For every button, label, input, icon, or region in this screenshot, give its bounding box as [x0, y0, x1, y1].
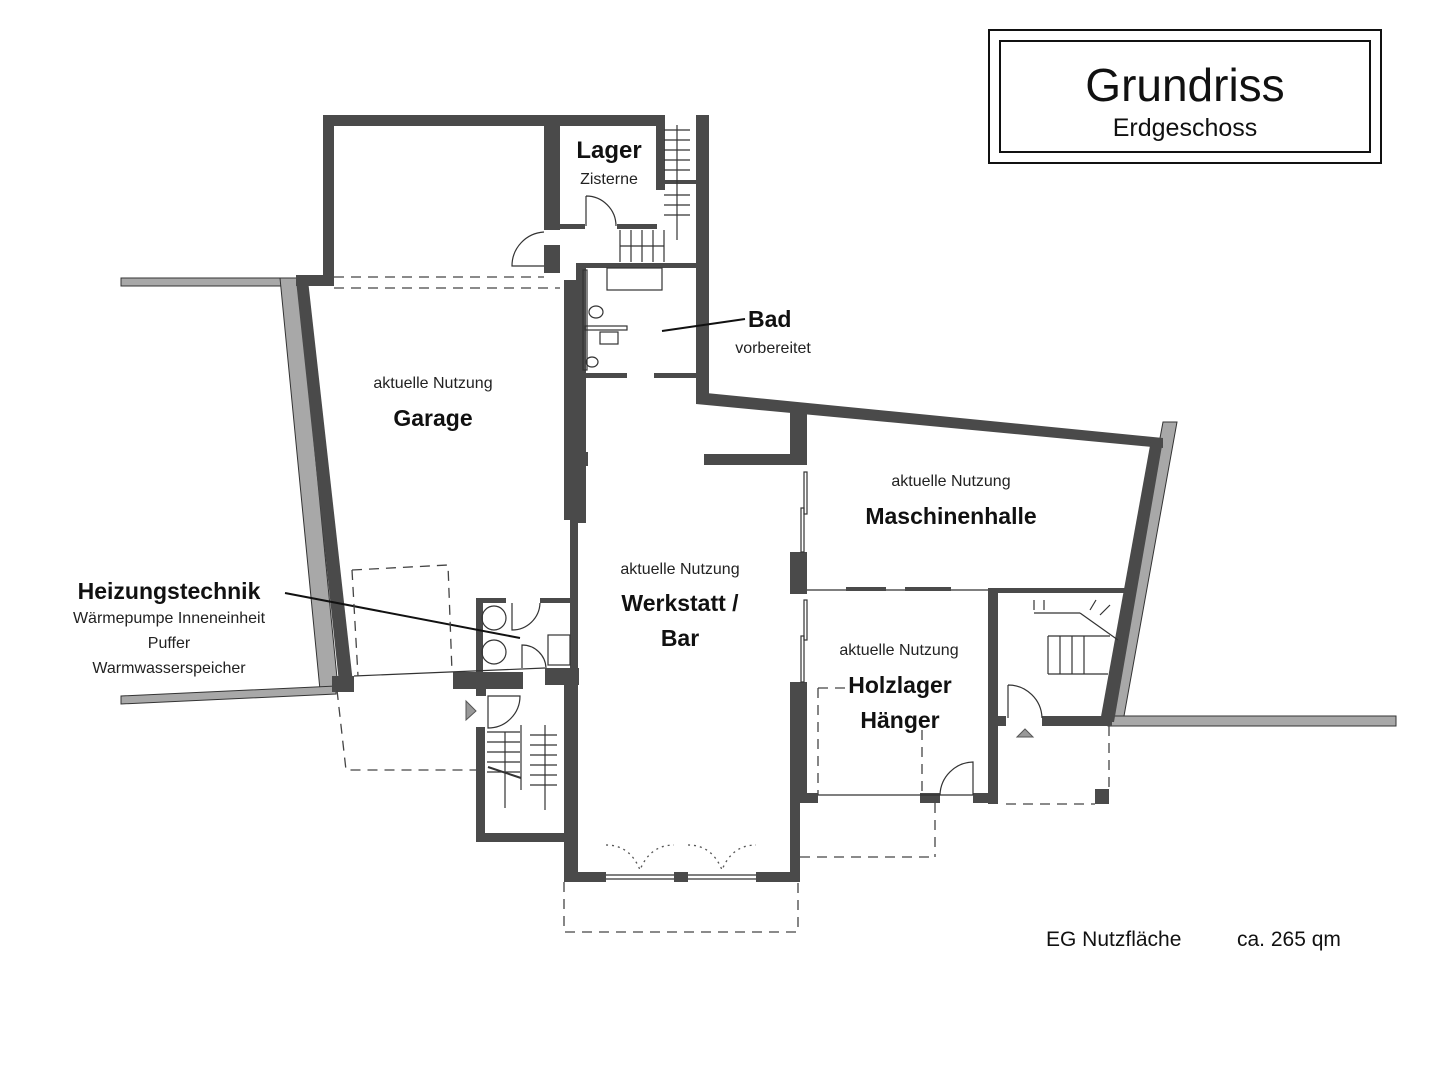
- room-label-garage: Garage: [393, 405, 473, 431]
- room-label-haenger: Hänger: [860, 707, 940, 733]
- heizung-item-warmwasserspeicher: Warmwasserspeicher: [92, 660, 246, 677]
- room-label-bar: Bar: [660, 625, 700, 651]
- room-note-lager: Zisterne: [580, 171, 638, 188]
- plan-subtitle: Erdgeschoss: [1112, 114, 1258, 142]
- room-prefix-holzlager: aktuelle Nutzung: [839, 642, 959, 659]
- heizung-item-puffer: Puffer: [147, 635, 191, 652]
- room-label-bad: Bad: [748, 306, 792, 332]
- title-block: Grundriss Erdgeschoss: [988, 29, 1382, 164]
- room-label-werkstatt: Werkstatt /: [621, 590, 739, 616]
- room-label-maschinenhalle: Maschinenhalle: [865, 503, 1037, 529]
- heizung-item-waermepumpe: Wärmepumpe Inneneinheit: [72, 610, 266, 627]
- interior-walls: [296, 115, 1163, 882]
- room-prefix-werkstatt: aktuelle Nutzung: [620, 561, 740, 578]
- plan-title: Grundriss: [1085, 59, 1285, 111]
- room-prefix-garage: aktuelle Nutzung: [373, 375, 493, 392]
- area-label: EG Nutzfläche: [1046, 928, 1182, 951]
- thin-details: [284, 125, 1119, 933]
- room-prefix-maschinenhalle: aktuelle Nutzung: [891, 473, 1011, 490]
- room-note-bad: vorbereitet: [735, 340, 811, 357]
- room-label-holzlager: Holzlager: [848, 672, 952, 698]
- area-value: ca. 265 qm: [1237, 928, 1341, 951]
- room-label-lager: Lager: [576, 137, 642, 164]
- room-label-heizungstechnik: Heizungstechnik: [77, 578, 261, 604]
- title-inner-frame: Grundriss Erdgeschoss: [999, 40, 1371, 153]
